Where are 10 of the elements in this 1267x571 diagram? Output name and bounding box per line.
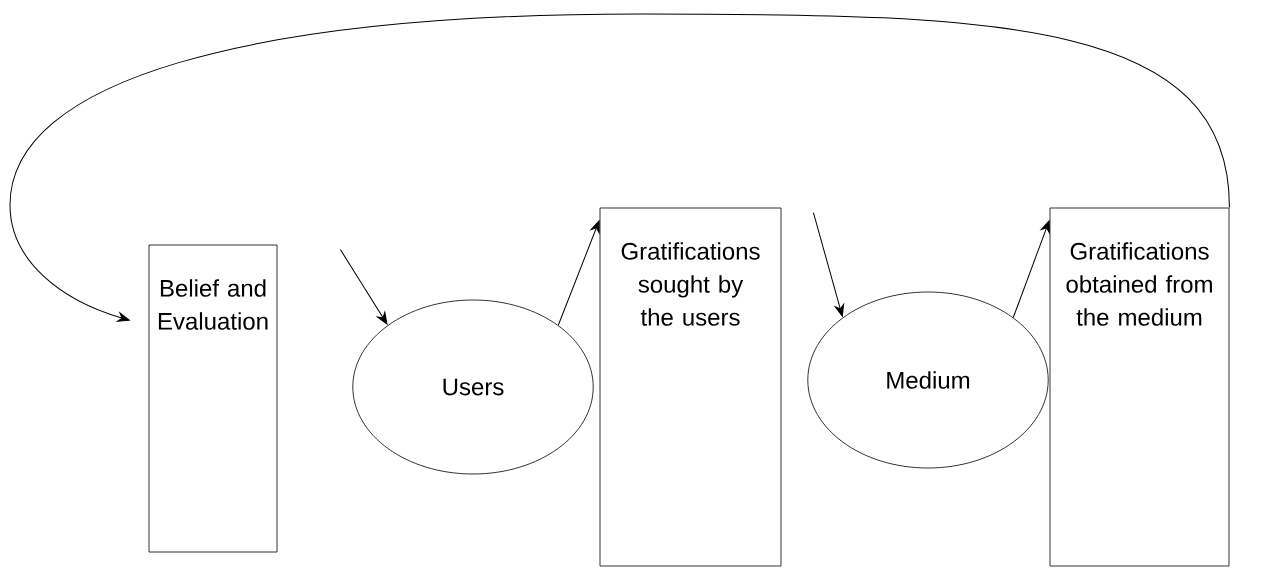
arrow [1012, 220, 1050, 318]
process-box: Belief and Evaluation [148, 244, 278, 553]
ellipse-node: Medium [807, 291, 1049, 469]
arrow [339, 249, 388, 325]
process-box: Gratifications sought by the users [599, 207, 782, 567]
arrow [812, 212, 845, 317]
ellipse-node: Users [352, 299, 594, 475]
arrow [9, 13, 1230, 322]
process-box: Gratifications obtained from the medium [1049, 207, 1230, 567]
arrow [557, 220, 600, 326]
